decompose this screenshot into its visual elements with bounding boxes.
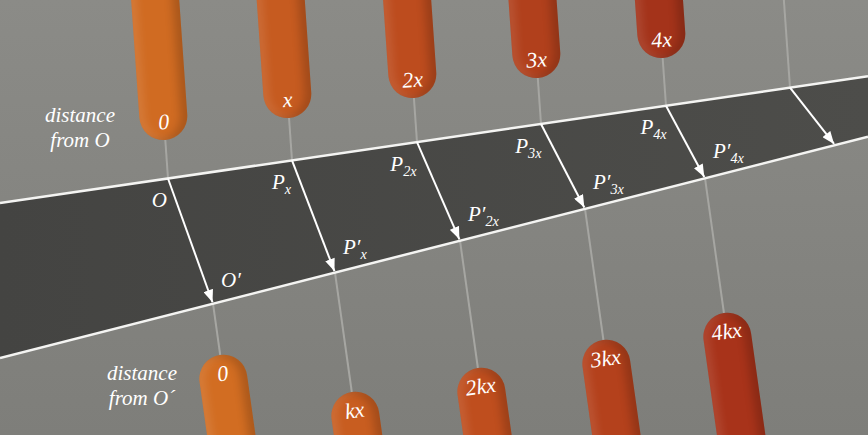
point-subscript: 4x (730, 150, 743, 166)
point-subscript: 2x (485, 212, 498, 228)
point-label: Px (272, 171, 291, 194)
guide-line (165, 140, 168, 178)
guide-line (460, 241, 478, 368)
distance-value: 2kx (464, 373, 498, 401)
mapping-arrow (168, 178, 212, 302)
point-label: O′ (221, 269, 241, 292)
point-letter: P (515, 134, 528, 158)
guide-line (784, 0, 790, 88)
point-subscript: 2x (403, 162, 416, 178)
guide-line (335, 273, 352, 392)
prime-mark: ′ (356, 235, 361, 259)
prime-mark: ′ (606, 170, 611, 194)
point-letter: O (152, 188, 167, 212)
point-label: P′x (343, 236, 367, 259)
guide-line (538, 78, 541, 124)
point-letter: P (468, 202, 481, 226)
point-letter: P (713, 139, 726, 163)
point-label: O (152, 189, 167, 212)
axis-caption: distance from O´ (94, 361, 190, 411)
guide-line (705, 178, 724, 313)
point-subscript: 3x (528, 144, 541, 160)
guide-line (663, 58, 666, 106)
mapping-arrow (790, 88, 834, 144)
distance-value: x (282, 88, 293, 113)
distance-value: 3kx (589, 345, 623, 373)
mapping-arrow (292, 160, 334, 271)
point-letter: P (343, 235, 356, 259)
distance-value: 4x (650, 27, 672, 53)
point-subscript: 4x (653, 126, 666, 142)
guide-line (213, 304, 220, 355)
point-letter: O (221, 268, 236, 292)
point-letter: P (390, 152, 403, 176)
distance-value: 4kx (710, 318, 744, 346)
point-label: P′3x (593, 171, 624, 194)
mapping-arrow (666, 106, 704, 177)
guide-line (289, 118, 292, 160)
prime-mark: ′ (236, 268, 241, 292)
mapping-arrow (417, 142, 459, 239)
point-subscript: x (360, 246, 366, 262)
point-letter: P (593, 170, 606, 194)
distance-value: 0 (158, 110, 171, 135)
distance-value: 3x (525, 47, 547, 73)
guide-line (414, 98, 417, 142)
point-letter: P (640, 115, 653, 139)
point-label: P3x (515, 135, 541, 158)
axis-caption: distance from O (32, 103, 128, 153)
prime-mark: ′ (726, 139, 731, 163)
ruler-line (0, 76, 868, 203)
ruler-line (0, 137, 868, 358)
distance-value: 0 (216, 361, 230, 386)
distance-value: 2x (401, 67, 423, 93)
prime-mark: ′ (481, 202, 486, 226)
point-subscript: x (285, 181, 291, 197)
point-subscript: 3x (610, 180, 623, 196)
point-label: P′2x (468, 203, 499, 226)
point-letter: P (272, 170, 285, 194)
point-label: P′4x (713, 140, 744, 163)
distance-value: kx (343, 398, 366, 425)
mapping-arrow (541, 124, 584, 207)
point-label: P4x (640, 116, 666, 139)
guide-line (585, 209, 603, 340)
point-label: P2x (390, 153, 416, 176)
